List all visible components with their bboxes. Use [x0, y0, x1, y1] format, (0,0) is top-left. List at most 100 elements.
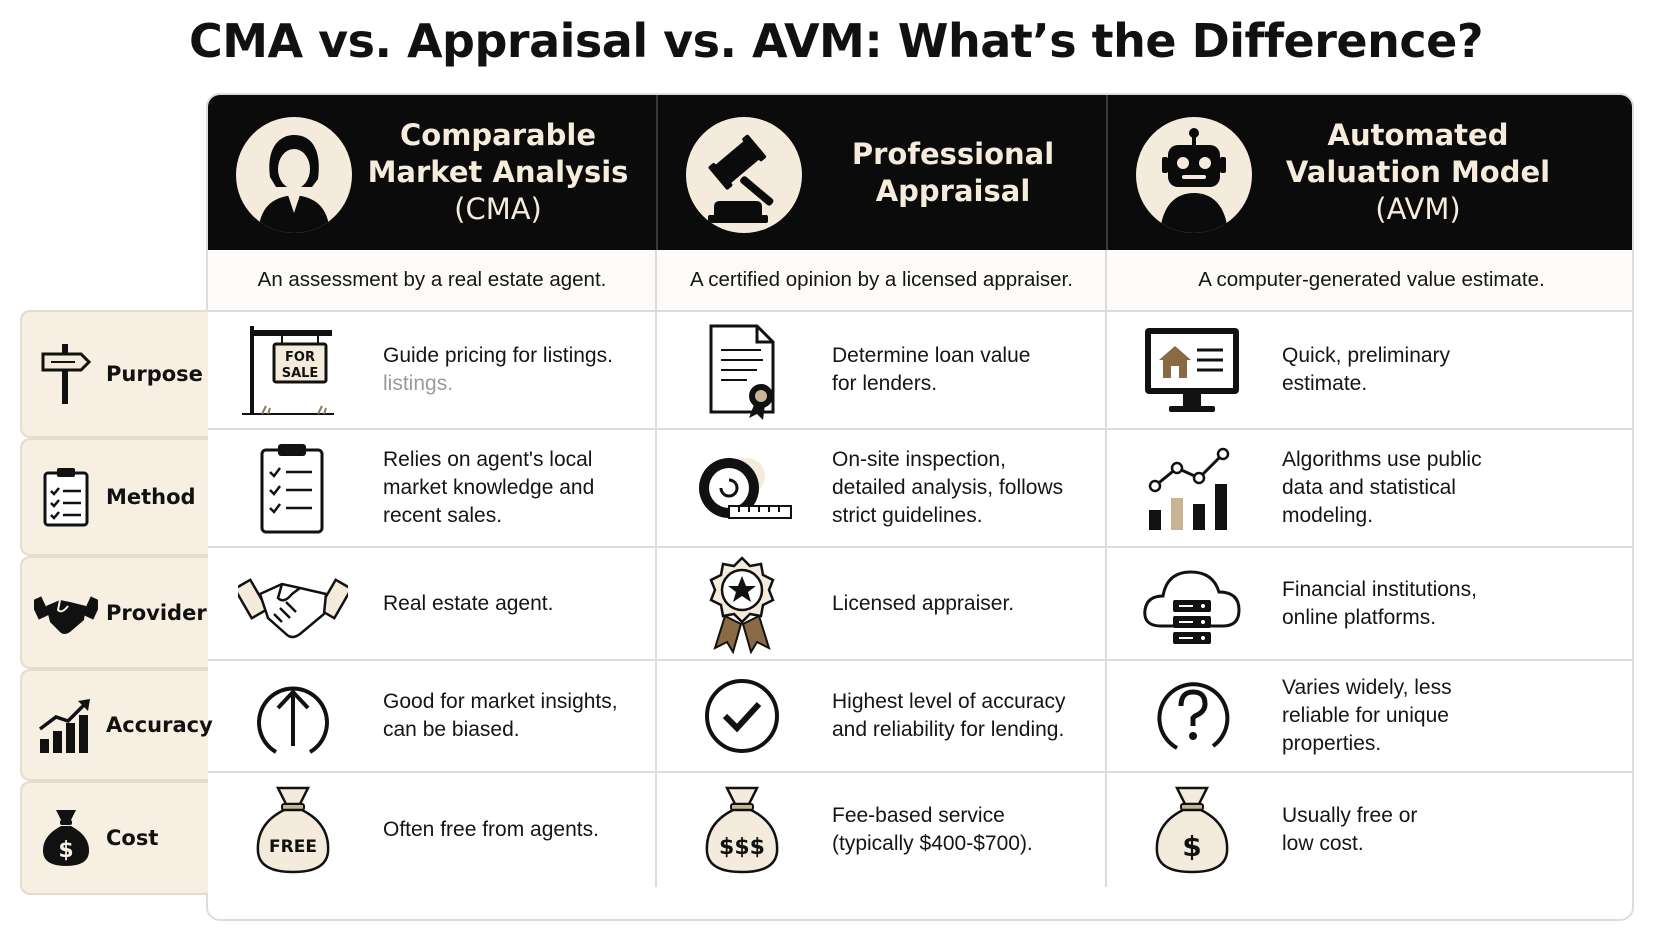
- text-line: Guide pricing for listings.: [383, 344, 613, 367]
- description-row: An assessment by a real estate agent. A …: [208, 250, 1632, 312]
- table-row-cost: FREE Often free from agents. $$$ Fee-bas…: [208, 773, 1632, 919]
- accuracy-cma-text: Good for market insights, can be biased.: [383, 688, 673, 744]
- sign-text-sale: SALE: [282, 366, 319, 381]
- for-sale-sign-icon: FOR SALE: [238, 320, 348, 420]
- money-bag-icon: $: [34, 806, 98, 870]
- appraisal-description: A certified opinion by a licensed apprai…: [690, 268, 1073, 291]
- text-line: detailed analysis, follows: [832, 476, 1064, 499]
- column-title-line2: Appraisal: [875, 173, 1031, 208]
- comparison-table: Comparable Market Analysis (CMA): [206, 93, 1634, 921]
- provider-appraisal-cell: Licensed appraiser.: [657, 548, 1105, 659]
- text-line: for lenders.: [832, 372, 938, 395]
- row-label-cost: $ Cost: [20, 781, 208, 895]
- text-line: Good for market insights,: [383, 690, 618, 713]
- page-title: CMA vs. Appraisal vs. AVM: What’s the Di…: [188, 14, 1484, 68]
- row-label-purpose: Purpose: [20, 310, 208, 438]
- accuracy-cma-cell: Good for market insights, can be biased.: [208, 661, 655, 771]
- purpose-cma-cell: FOR SALE Guide pricing for listings. lis…: [208, 312, 655, 428]
- method-avm-text: Algorithms use public data and statistic…: [1282, 446, 1572, 530]
- robot-icon: [1136, 117, 1252, 233]
- cost-avm-cell: $ Usually free or low cost.: [1107, 773, 1632, 887]
- provider-cma-text: Real estate agent.: [383, 590, 673, 618]
- row-label-accuracy: Accuracy: [20, 669, 213, 781]
- method-cma-cell: Relies on agent's local market knowledge…: [208, 430, 655, 546]
- growth-chart-icon: [34, 693, 98, 757]
- column-title-line2: Market Analysis: [367, 155, 629, 189]
- accuracy-avm-text: Varies widely, less reliable for unique …: [1282, 674, 1572, 758]
- question-circle-icon: [1137, 666, 1247, 766]
- text-line: Algorithms use public: [1282, 448, 1482, 471]
- cost-appraisal-text: Fee-based service (typically $400-$700).: [832, 802, 1122, 858]
- text-line: Financial institutions,: [1282, 577, 1477, 601]
- text-line: strict guidelines.: [832, 504, 983, 527]
- agent-woman-icon: [236, 117, 352, 233]
- gavel-icon: [686, 117, 802, 233]
- row-label-text: Method: [106, 485, 196, 509]
- text-line: Fee-based service: [832, 804, 1005, 827]
- row-label-text: Cost: [106, 826, 159, 850]
- bag-text-free: FREE: [269, 837, 317, 857]
- text-line: online platforms.: [1282, 605, 1437, 629]
- text-line: reliable for unique: [1282, 704, 1449, 727]
- text-line: recent sales.: [383, 504, 503, 527]
- money-bag-dollar-icon: $: [1137, 780, 1247, 880]
- accuracy-appraisal-text: Highest level of accuracy and reliabilit…: [832, 688, 1122, 744]
- text-line: Relies on agent's local: [383, 448, 593, 471]
- column-title-line3: (AVM): [1375, 192, 1461, 226]
- text-line: Determine loan value: [832, 344, 1031, 367]
- cost-cma-cell: FREE Often free from agents.: [208, 773, 655, 887]
- cost-avm-text: Usually free or low cost.: [1282, 802, 1572, 858]
- text-line: Real estate agent.: [383, 591, 554, 615]
- purpose-cma-text: Guide pricing for listings. listings.: [383, 342, 673, 398]
- method-cma-text: Relies on agent's local market knowledge…: [383, 446, 673, 530]
- text-line: modeling.: [1282, 504, 1374, 527]
- bar-chart-trend-icon: [1137, 438, 1247, 538]
- text-line: Often free from agents.: [383, 818, 599, 841]
- cost-appraisal-cell: $$$ Fee-based service (typically $400-$7…: [657, 773, 1105, 887]
- bag-text-dollars: $$$: [719, 835, 765, 860]
- handshake-outline-icon: [238, 554, 348, 654]
- up-arrow-circle-icon: [238, 666, 348, 766]
- text-line: (typically $400-$700).: [832, 832, 1033, 855]
- table-row-method: Relies on agent's local market knowledge…: [208, 430, 1632, 548]
- avm-description: A computer-generated value estimate.: [1198, 268, 1545, 291]
- text-line: Highest level of accuracy: [832, 690, 1066, 713]
- table-header: Comparable Market Analysis (CMA): [208, 95, 1632, 250]
- purpose-avm-text: Quick, preliminary estimate.: [1282, 342, 1572, 398]
- text-line: data and statistical: [1282, 476, 1456, 499]
- method-appraisal-text: On-site inspection, detailed analysis, f…: [832, 446, 1122, 530]
- text-line: listings.: [383, 372, 454, 395]
- sign-text-for: FOR: [285, 350, 315, 365]
- check-circle-icon: [687, 666, 797, 766]
- column-header-appraisal: Professional Appraisal: [656, 95, 1106, 250]
- provider-avm-text: Financial institutions, online platforms…: [1282, 576, 1572, 632]
- text-line: estimate.: [1282, 372, 1368, 395]
- side-bag-dollar: $: [58, 838, 73, 863]
- text-line: market knowledge and: [383, 476, 595, 499]
- table-row-accuracy: Good for market insights, can be biased.…: [208, 661, 1632, 773]
- text-line: low cost.: [1282, 832, 1364, 855]
- award-badge-icon: [687, 554, 797, 654]
- checklist-icon: [34, 465, 98, 529]
- column-title-line1: Comparable: [400, 118, 596, 152]
- text-line: Usually free or: [1282, 804, 1418, 827]
- cloud-server-icon: [1137, 554, 1247, 654]
- text-line: Varies widely, less: [1282, 676, 1452, 699]
- provider-cma-cell: Real estate agent.: [208, 548, 655, 659]
- purpose-appraisal-cell: Determine loan value for lenders.: [657, 312, 1105, 428]
- method-appraisal-cell: On-site inspection, detailed analysis, f…: [657, 430, 1105, 546]
- money-bag-dollars-icon: $$$: [687, 780, 797, 880]
- column-title-line1: Automated: [1327, 118, 1509, 152]
- computer-monitor-house-icon: [1137, 320, 1247, 420]
- row-label-text: Purpose: [106, 362, 203, 386]
- purpose-avm-cell: Quick, preliminary estimate.: [1107, 312, 1632, 428]
- row-label-text: Accuracy: [106, 713, 213, 737]
- purpose-appraisal-text: Determine loan value for lenders.: [832, 342, 1122, 398]
- column-title-line2: Valuation Model: [1285, 155, 1551, 189]
- text-line: properties.: [1282, 732, 1382, 755]
- bag-text-dollar: $: [1182, 830, 1201, 863]
- signpost-icon: [34, 342, 98, 406]
- text-line: Quick, preliminary: [1282, 344, 1451, 367]
- measuring-tape-icon: [687, 438, 797, 538]
- accuracy-appraisal-cell: Highest level of accuracy and reliabilit…: [657, 661, 1105, 771]
